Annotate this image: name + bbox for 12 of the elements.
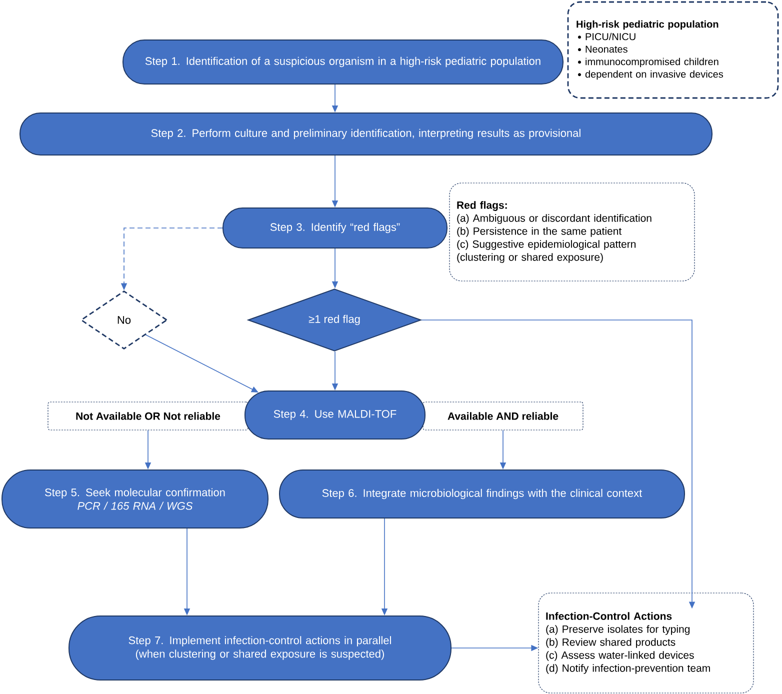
step-box: Step 4. Use MALDI-TOF bbox=[244, 390, 426, 440]
step-box: Step 5. Seek molecular confirmation PCR / 165 RNA / WGS bbox=[2, 470, 268, 528]
note-box: High-risk pediatric population PICU/NICU Neonates immunocompromised children dependent on invasive devices bbox=[567, 1, 779, 99]
step-box: Step 3. Identify “red flags” bbox=[222, 208, 448, 248]
condition-label: Not Available OR Not reliable bbox=[48, 402, 248, 430]
step-box: Step 1. Identification of a suspicious organism in a high-risk pediatric population bbox=[122, 40, 564, 84]
step-box: Step 6. Integrate microbiological findings with the clinical context bbox=[279, 470, 685, 518]
step-box: Step 7. Implement infection-control actions in parallel (when clustering or shared exposure is suspected) bbox=[68, 616, 452, 680]
condition-label: Available AND reliable bbox=[422, 402, 584, 430]
note-box: Infection-Control Actions (a) Preserve isolates for typing (b) Review shared products (c) Assess water-linked devices (d) Notify infection-prevention team bbox=[538, 592, 754, 694]
note-box: Red flags: (a) Ambiguous or discordant identification (b) Persistence in the same patient (c) Suggestive epidemiological pattern (clustering or shared exposure) bbox=[449, 182, 695, 282]
step-box: Step 2. Perform culture and preliminary identification, interpreting results as provisional bbox=[20, 112, 712, 156]
